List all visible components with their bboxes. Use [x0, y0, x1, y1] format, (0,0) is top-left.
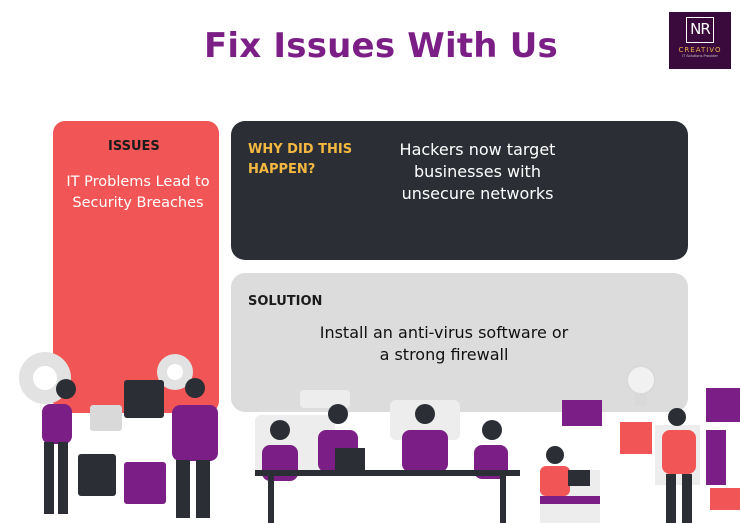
logo-brand: CREATIVO	[678, 46, 722, 54]
why-heading: WHY DID THIS HAPPEN?	[248, 142, 353, 177]
puzzle-icon	[78, 454, 116, 496]
puzzle-icon	[124, 462, 166, 504]
team-at-table	[255, 404, 520, 523]
person-left-man	[172, 378, 218, 518]
why-text: Hackers now target businesses with unsec…	[399, 140, 556, 203]
company-logo: NR CREATIVO IT Solutions Provider	[669, 12, 731, 69]
logo-mark: NR	[686, 17, 714, 43]
person-right-man	[662, 408, 696, 523]
puzzle-icon	[124, 380, 164, 418]
issues-card	[53, 121, 219, 413]
why-card	[231, 121, 688, 260]
issues-heading: ISSUES	[108, 139, 160, 154]
solution-heading: SOLUTION	[248, 294, 323, 309]
solution-text: Install an anti-virus software or a stro…	[319, 323, 569, 364]
person-left-woman	[42, 379, 76, 514]
logo-tagline: IT Solutions Provider	[682, 54, 718, 58]
person-right-woman	[540, 446, 600, 504]
page-title: Fix Issues With Us	[203, 26, 558, 66]
team-illustration	[19, 352, 740, 523]
issues-text: IT Problems Lead to Security Breaches	[66, 174, 210, 211]
gear-icon-small	[157, 354, 193, 390]
puzzle-icon	[90, 405, 122, 431]
solution-card	[231, 273, 688, 412]
lightbulb-icon	[626, 365, 656, 406]
